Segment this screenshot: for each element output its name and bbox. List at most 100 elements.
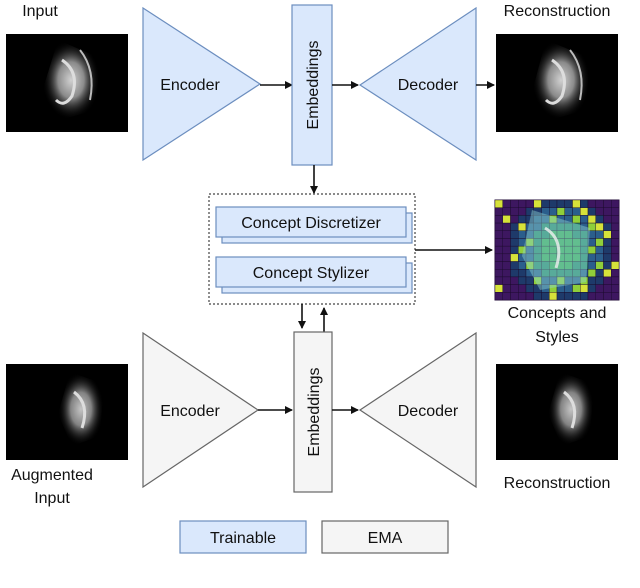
concept-cell	[611, 261, 620, 270]
concept-cell	[595, 230, 604, 239]
concept-cell	[525, 292, 534, 301]
concept-cell	[510, 207, 519, 216]
concept-cell	[564, 199, 573, 208]
concept-cell	[494, 292, 503, 301]
concept-cell	[603, 253, 612, 262]
concept-cell	[603, 245, 612, 255]
concept-cell	[580, 284, 589, 293]
augmented-input-label-line2: Input	[34, 490, 70, 507]
legend-trainable-label: Trainable	[210, 530, 276, 547]
legend-ema-label: EMA	[368, 530, 403, 547]
bottom-encoder	[142, 331, 260, 489]
concept-cell	[494, 230, 503, 239]
concept-cell	[611, 276, 620, 285]
bottom-decoder-label: Decoder	[398, 403, 459, 420]
concept-cell	[525, 276, 534, 285]
concept-cell	[572, 292, 581, 301]
concept-discretizer: Concept Discretizer	[215, 206, 413, 244]
concept-cell	[502, 222, 511, 231]
concept-cell	[587, 269, 596, 278]
concept-cell	[510, 199, 519, 208]
concept-cell	[494, 215, 503, 224]
top-encoder-label: Encoder	[160, 77, 220, 94]
augmented-input-image	[6, 364, 128, 460]
bottom-embeddings-label: Embeddings	[306, 368, 323, 457]
concept-cell	[611, 292, 620, 301]
bottom-embeddings	[293, 331, 333, 493]
top-reconstruction-image	[496, 34, 618, 132]
concept-cell	[611, 284, 620, 293]
concept-cell	[510, 215, 519, 224]
bottom-decoder	[358, 331, 477, 489]
concept-cell	[541, 199, 550, 208]
concept-cell	[603, 230, 612, 239]
concept-cell	[580, 292, 589, 301]
concept-cell	[502, 215, 511, 224]
concept-cell	[518, 222, 527, 231]
augmented-input-label-line1: Augmented	[11, 467, 93, 484]
concept-cell	[510, 292, 519, 301]
concept-cell	[502, 207, 511, 216]
concept-cell	[587, 253, 596, 262]
concept-cell	[603, 238, 612, 247]
concept-cell	[549, 199, 558, 208]
input-image	[6, 34, 128, 132]
concept-cell	[510, 276, 519, 285]
concept-cell	[502, 199, 511, 208]
concept-cell	[595, 292, 604, 301]
concept-cell	[572, 207, 581, 216]
concept-cell	[494, 253, 503, 262]
concept-cell	[549, 207, 558, 216]
top-decoder	[358, 6, 477, 162]
concept-discretizer-label: Concept Discretizer	[241, 215, 381, 232]
concept-cell	[595, 245, 604, 255]
concept-cell	[518, 230, 527, 239]
concept-cell	[541, 292, 550, 301]
concept-cell	[564, 292, 573, 301]
concept-cell	[510, 269, 519, 278]
concept-cell	[556, 292, 565, 301]
concept-cell	[603, 276, 612, 285]
concept-cell	[587, 215, 596, 224]
concepts-styles-label-line2: Styles	[535, 329, 579, 346]
top-decoder-label: Decoder	[398, 77, 459, 94]
concept-cell	[518, 292, 527, 301]
concept-cell	[587, 207, 596, 216]
concept-cell	[510, 230, 519, 239]
concept-cell	[518, 261, 527, 270]
concept-cell	[510, 261, 519, 270]
concept-cell	[595, 276, 604, 285]
concept-cell	[502, 230, 511, 239]
concept-cell	[603, 284, 612, 293]
top-reconstruction-label: Reconstruction	[504, 3, 611, 20]
concept-cell	[494, 284, 503, 293]
concept-cell	[502, 284, 511, 293]
concept-cell	[572, 284, 581, 293]
concept-cell	[587, 238, 596, 247]
concept-cell	[603, 261, 612, 270]
concept-cell	[564, 207, 573, 216]
concept-cell	[587, 284, 596, 293]
concept-cell	[494, 276, 503, 285]
concept-cell	[611, 222, 620, 231]
top-encoder	[142, 6, 262, 162]
concept-cell	[595, 215, 604, 224]
concept-stylizer: Concept Stylizer	[215, 256, 413, 294]
concept-cell	[533, 292, 542, 301]
concept-cell	[611, 245, 620, 255]
concept-cell	[518, 269, 527, 278]
concept-cell	[502, 292, 511, 301]
concept-cell	[595, 253, 604, 262]
concept-cell	[549, 292, 558, 301]
concept-cell	[510, 284, 519, 293]
concept-cell	[595, 284, 604, 293]
concept-cell	[595, 207, 604, 216]
concept-cell	[525, 199, 534, 208]
bottom-reconstruction-image	[496, 364, 618, 460]
concept-cell	[556, 199, 565, 208]
concept-cell	[494, 199, 503, 208]
concept-cell	[587, 245, 596, 255]
concept-cell	[533, 199, 542, 208]
concept-cell	[603, 215, 612, 224]
concept-cell	[580, 199, 589, 208]
